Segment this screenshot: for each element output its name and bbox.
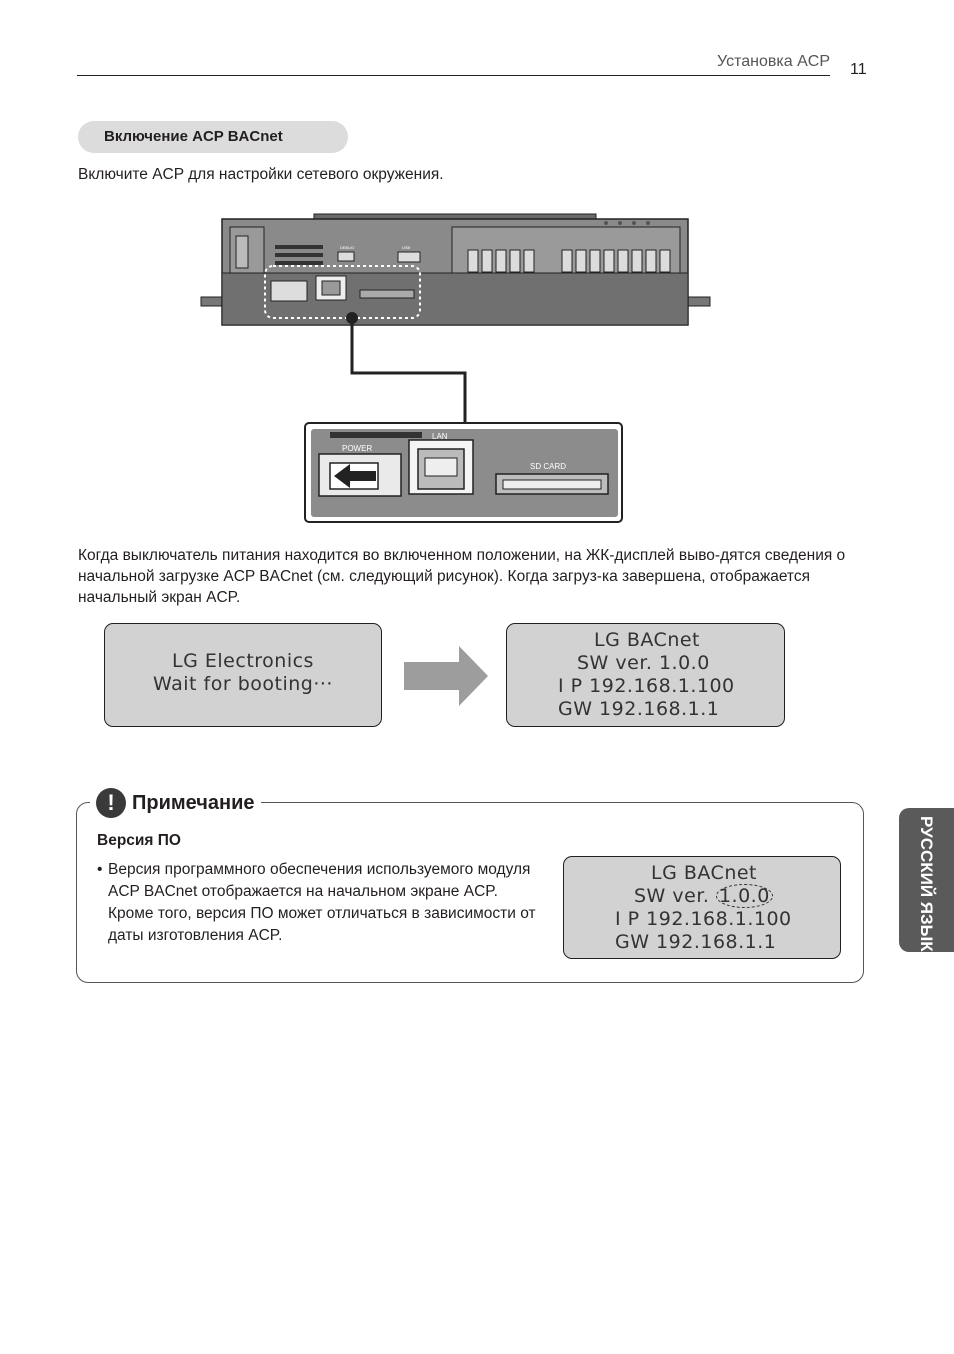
sd-card-label: SD CARD <box>530 462 566 471</box>
exclamation-icon: ! <box>96 788 126 818</box>
lcd-note-screen: LG BACnet SW ver. 1.0.0 I P 192.168.1.10… <box>563 856 841 959</box>
debug-label: DEBUG <box>340 245 354 250</box>
lcd-boot-screen: LG Electronics Wait for booting··· <box>104 623 382 727</box>
lcd-ready-line1: LG BACnet <box>594 629 700 651</box>
lcd-ready-line3: I P 192.168.1.100 <box>558 675 735 697</box>
lcd-boot-line2: Wait for booting··· <box>153 673 333 695</box>
ports-highlight <box>264 265 421 319</box>
callout-line <box>350 318 467 423</box>
arrow-right-icon <box>404 646 488 706</box>
intro-text: Включите ACP для настройки сетевого окру… <box>78 166 444 183</box>
lcd-note-line3: I P 192.168.1.100 <box>615 908 792 930</box>
note-title: Примечание <box>132 791 255 814</box>
usb-label: USB <box>402 245 411 250</box>
lcd-ready-line2: SW ver. 1.0.0 <box>577 652 710 674</box>
language-tab: РУССКИЙ ЯЗЫК <box>899 808 954 952</box>
lan-label: LAN <box>432 432 448 441</box>
left-mount-rail <box>200 296 224 307</box>
page-number: 11 <box>850 61 867 78</box>
right-mount-rail <box>687 296 711 307</box>
note-bullet-text: Версия программного обеспечения использу… <box>108 861 536 944</box>
header-rule <box>77 75 830 76</box>
lcd-ready-line4: GW 192.168.1.1 <box>558 698 720 720</box>
section-title: Включение ACP BACnet <box>78 121 348 153</box>
note-bullet: • Версия программного обеспечения исполь… <box>97 859 547 947</box>
lcd-note-line1: LG BACnet <box>651 862 757 884</box>
note-header: ! Примечание <box>90 788 261 818</box>
lcd-ready-screen: LG BACnet SW ver. 1.0.0 I P 192.168.1.10… <box>506 623 785 727</box>
lcd-note-line2-prefix: SW ver. <box>634 885 716 907</box>
lcd-boot-line1: LG Electronics <box>172 650 314 672</box>
version-highlight: 1.0.0 <box>715 884 773 908</box>
note-subtitle: Версия ПО <box>97 832 181 849</box>
acp-device-diagram: DEBUG USB LAN POWER SD CARD <box>200 213 711 523</box>
boot-paragraph: Когда выключатель питания находится во в… <box>78 547 846 606</box>
language-tab-label: РУССКИЙ ЯЗЫК <box>917 816 936 952</box>
lcd-note-line4: GW 192.168.1.1 <box>615 931 777 953</box>
note-box <box>76 802 864 983</box>
bullet-dot: • <box>97 861 103 878</box>
header-title: Установка ACP <box>717 53 830 70</box>
lcd-note-line2: SW ver. 1.0.0 <box>564 884 840 908</box>
power-label: POWER <box>342 444 372 453</box>
arrow-left-icon <box>334 464 376 488</box>
